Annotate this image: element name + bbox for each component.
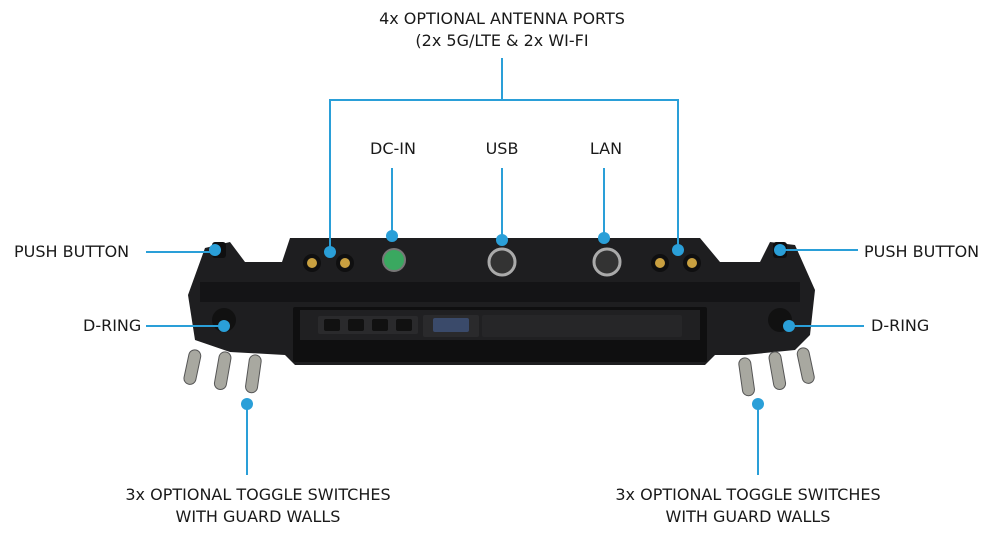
d-ring-left-label: D-RING bbox=[83, 316, 142, 335]
callout-dots bbox=[209, 230, 795, 410]
dc-in-connector-icon bbox=[382, 248, 406, 272]
antenna-port-icons bbox=[303, 254, 701, 272]
toggle-right-line2: WITH GUARD WALLS bbox=[665, 507, 831, 526]
usb-label: USB bbox=[485, 139, 519, 158]
dc-in-label: DC-IN bbox=[370, 139, 416, 158]
push-button-right-label: PUSH BUTTON bbox=[864, 242, 980, 261]
usb-connector-icon bbox=[487, 247, 517, 277]
toggle-left-line1: 3x OPTIONAL TOGGLE SWITCHES bbox=[125, 485, 391, 504]
callout-lines bbox=[146, 58, 864, 475]
tablet-device bbox=[183, 238, 815, 397]
antenna-ports-line1: 4x OPTIONAL ANTENNA PORTS bbox=[379, 9, 625, 28]
toggle-right-line1: 3x OPTIONAL TOGGLE SWITCHES bbox=[615, 485, 881, 504]
antenna-ports-label: 4x OPTIONAL ANTENNA PORTS (2x 5G/LTE & 2… bbox=[379, 8, 625, 52]
toggle-left-line2: WITH GUARD WALLS bbox=[175, 507, 341, 526]
lan-label: LAN bbox=[589, 139, 623, 158]
d-ring-right-label: D-RING bbox=[871, 316, 930, 335]
lan-connector-icon bbox=[592, 247, 622, 277]
push-button-left-label: PUSH BUTTON bbox=[14, 242, 130, 261]
toggle-switches-left-label: 3x OPTIONAL TOGGLE SWITCHES WITH GUARD W… bbox=[125, 484, 390, 528]
antenna-ports-line2: (2x 5G/LTE & 2x WI-FI bbox=[415, 31, 589, 50]
toggle-switches-right bbox=[738, 347, 815, 397]
toggle-switches-left bbox=[183, 349, 262, 394]
toggle-switches-right-label: 3x OPTIONAL TOGGLE SWITCHES WITH GUARD W… bbox=[615, 484, 880, 528]
